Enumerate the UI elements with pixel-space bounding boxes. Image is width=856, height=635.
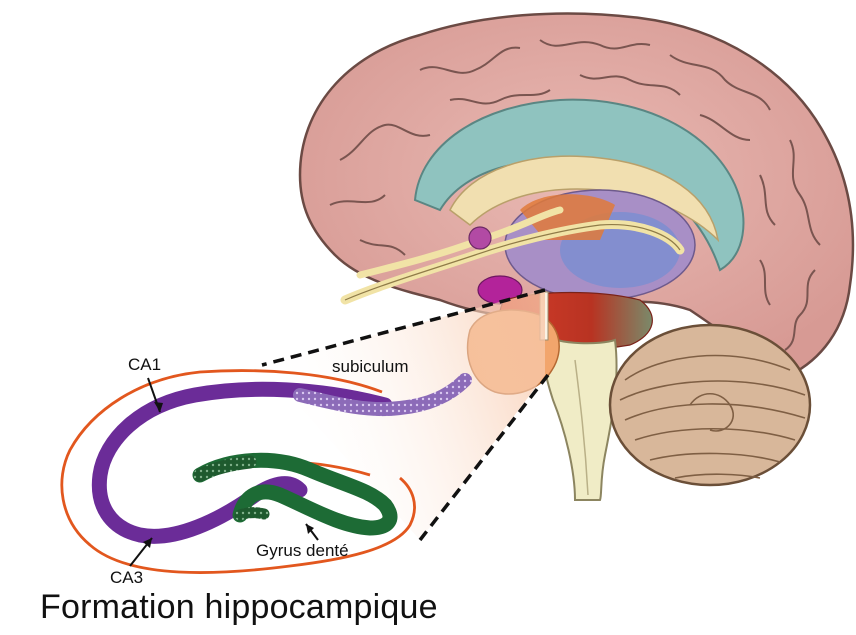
label-ca1: CA1 bbox=[128, 355, 161, 374]
label-ca3: CA3 bbox=[110, 568, 143, 587]
label-subiculum: subiculum bbox=[332, 357, 409, 376]
label-gyrus-dente: Gyrus denté bbox=[256, 541, 349, 560]
figure-caption: Formation hippocampique bbox=[40, 588, 438, 627]
cerebellum bbox=[610, 325, 810, 485]
